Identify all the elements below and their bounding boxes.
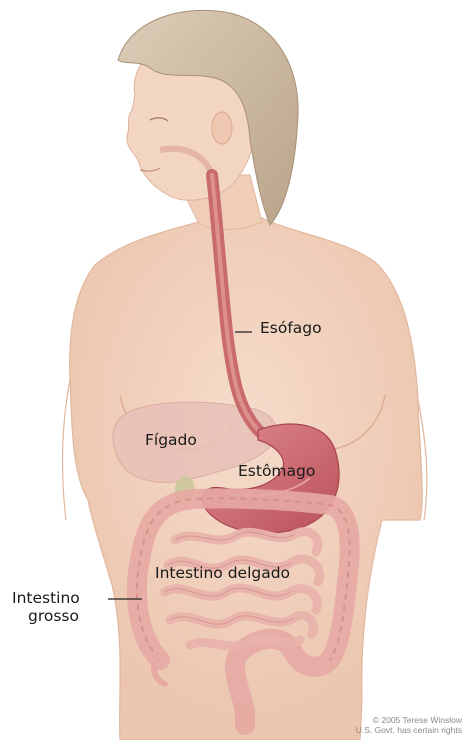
esophagus-label: Esófago xyxy=(260,320,322,336)
small-intestine-label: Intestino delgado xyxy=(155,565,290,581)
large-intestine-label-line1: Intestino xyxy=(12,590,80,606)
stomach-label: Estômago xyxy=(238,463,315,479)
copyright-credit: © 2005 Terese Winslow U.S. Govt. has cer… xyxy=(356,716,462,736)
liver-label: Fígado xyxy=(145,432,197,448)
credit-line-2: U.S. Govt. has certain rights xyxy=(356,726,462,736)
large-intestine-label-line2: grosso xyxy=(28,608,79,624)
ear xyxy=(212,112,232,144)
